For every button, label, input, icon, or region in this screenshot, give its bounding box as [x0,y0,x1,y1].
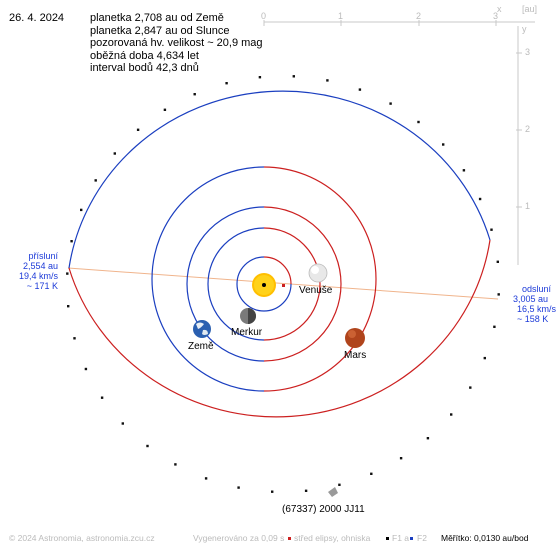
y-tick-2: 2 [525,124,531,134]
orbit-point [462,169,466,172]
orbit-point [237,486,240,489]
earth-label: Země [188,341,214,352]
period-line: oběžná doba 4,634 let [90,49,199,62]
aphelion-title: odsluní [522,284,552,294]
aphelion-distance: 3,005 au [513,294,549,304]
x-axis-label: x [497,4,502,14]
perihelion-temperature: ~ 171 K [26,281,58,291]
orbit-point [450,413,453,416]
orbit-point [497,293,500,296]
orbit-point [67,305,70,308]
orbit-point [193,93,196,96]
orbit-point [370,472,373,475]
orbit-point [121,422,124,425]
x-tick-2: 2 [416,11,422,21]
orbit-point [94,179,97,182]
orbit-point [496,260,499,263]
orbit-point [136,128,140,131]
x-tick-1: 1 [338,11,344,21]
perihelion-title: přísluní [28,251,58,261]
asteroid-orbit [68,90,491,418]
x-tick-0: 0 [261,11,267,21]
legend-f1-text: F1 a [392,533,410,543]
orbit-point [389,102,392,105]
legend-center-swatch [288,537,291,540]
orbit-point [426,437,430,440]
orbit-point [80,208,83,212]
info-panel: planetka 2,708 au od Země planetka 2,847… [90,12,263,75]
orbit-point [326,79,329,82]
generated-text: Vygenerováno za 0,09 s [193,533,285,543]
mars-label: Mars [344,350,367,361]
earth-orbit [263,206,342,362]
mercury-orbit [263,256,292,285]
orbit-point [417,120,420,124]
orbit-point [66,272,69,275]
interval-line: interval bodů 42,3 dnů [90,62,199,74]
mars-orbit [263,166,377,392]
unit-label: [au] [522,4,538,14]
asteroid-icon [328,487,338,497]
sun-distance-line: planetka 2,847 au od Slunce [90,24,230,37]
aphelion-speed: 16,5 km/s [517,304,556,314]
magnitude-line: pozorovaná hv. velikost ~ 20,9 mag [90,37,263,49]
ellipse-center [282,284,285,287]
apsis-line [67,267,499,300]
orbit-point [258,76,262,79]
mercury-icon [240,308,256,324]
perihelion-speed: 19,4 km/s [18,271,58,281]
orbit-point [490,228,493,231]
orbit-point [469,386,472,389]
legend-f1-swatch [386,537,389,540]
orbit-point [483,356,486,360]
aphelion-label: odsluní 3,005 au 16,5 km/s ~ 158 K [512,284,556,324]
earth-distance-line: planetka 2,708 au od Země [90,12,224,24]
orbit-point [146,444,149,448]
y-tick-1: 1 [525,201,531,211]
orbit-point [73,337,76,340]
orbit-point [493,325,496,328]
orbit-point [478,197,482,201]
sun-icon [252,273,276,297]
copyright-text: © 2024 Astronomia, astronomia.zcu.cz [9,533,155,543]
orbit-point [174,463,177,466]
asteroid-label: (67337) 2000 JJ11 [282,504,365,515]
orbit-point [358,88,362,91]
orbit-points [66,75,500,493]
x-axis [263,20,535,26]
orbit-point [399,457,403,460]
y-tick-3: 3 [525,47,531,57]
legend-f2-text: F2 [417,533,427,543]
earth-icon [193,320,211,338]
perihelion-label: přísluní 2,554 au 19,4 km/s ~ 171 K [14,251,58,291]
y-axis-label: y [522,24,527,34]
venus-orbit [263,227,321,341]
orbit-point [204,477,208,480]
orbit-point [292,75,295,78]
perihelion-distance: 2,554 au [22,261,58,271]
orbit-point [338,483,341,486]
venus-icon [308,263,328,283]
orbit-point [271,490,274,493]
mars-icon [345,328,365,348]
mercury-label: Merkur [231,327,263,338]
x-tick-3: 3 [493,11,499,21]
orbit-point [100,396,104,399]
legend-f2-swatch [410,537,413,540]
orbit-point [70,240,73,243]
legend-center-text: střed elipsy, ohniska [294,533,371,543]
date-label: 26. 4. 2024 [9,12,65,24]
orbit-point [163,108,167,111]
orbit-point [225,82,228,85]
y-axis [516,26,522,265]
aphelion-temperature: ~ 158 K [517,314,549,324]
orbit-point [304,489,308,492]
scale-text: Měřítko: 0,0130 au/bod [441,533,529,543]
orbit-point [442,143,445,146]
venus-label: Venuše [299,285,333,296]
orbit-point [84,367,88,371]
orbit-point [113,152,116,155]
